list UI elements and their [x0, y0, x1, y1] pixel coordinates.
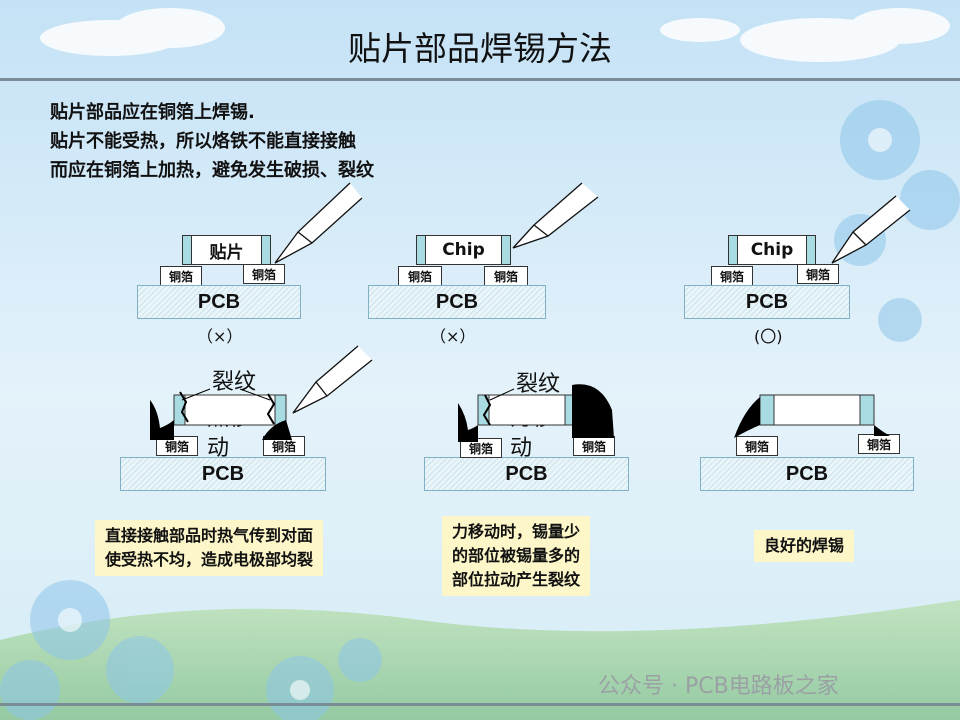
pcb-board: PCB [700, 457, 914, 491]
crack-line [266, 393, 276, 425]
correct-mark: (〇) [754, 327, 783, 346]
soldering-iron-icon [292, 345, 373, 414]
wrong-mark: （×） [430, 327, 476, 346]
copper-pad: 铜箔 [460, 438, 502, 458]
soldering-iron-icon [831, 195, 911, 264]
pcb-board: PCB [368, 285, 546, 319]
chip-part [173, 394, 287, 426]
hill [0, 600, 960, 720]
solder-fillet [262, 420, 292, 440]
watermark: 公众号 · PCB电路板之家 [598, 674, 839, 699]
note-line: 使受热不均，造成电极部均裂 [105, 550, 314, 569]
note-line: 部位拉动产生裂纹 [452, 570, 581, 589]
title-rule [0, 78, 960, 81]
solder-fillet [458, 403, 478, 442]
note-heat: 直接接触部品时热气传到对面 使受热不均，造成电极部均裂 [95, 520, 324, 576]
crack-pointer [489, 388, 515, 401]
pcb-board: PCB [684, 285, 850, 319]
chip-label: Chip [442, 240, 485, 260]
intro-line: 贴片不能受热，所以烙铁不能直接接触 [50, 131, 356, 152]
wrong-mark: （×） [197, 327, 243, 346]
chip-electrode [728, 235, 738, 265]
note-line: 良好的焊锡 [764, 536, 845, 555]
pcb-board: PCB [120, 457, 326, 491]
chip-part [477, 394, 577, 426]
chip-part [759, 394, 875, 426]
copper-pad: 铜箔 [858, 434, 900, 454]
solder-fillet [734, 397, 760, 438]
copper-pad: 铜箔 [243, 264, 285, 284]
copper-pad: 铜箔 [573, 436, 615, 456]
chip-part: Chip [416, 235, 511, 265]
copper-pad: 铜箔 [484, 266, 528, 286]
chip-part: 贴片 [182, 235, 271, 265]
chip-electrode [182, 235, 192, 265]
crack-pointer [181, 388, 211, 401]
note-line: 力移动时，锡量少 [452, 522, 581, 541]
intro-line: 而应在铜箔上加热，避免发生破损、裂纹 [50, 160, 374, 181]
page-title: 贴片部品焊锡方法 [348, 29, 612, 68]
solder-fillet [150, 400, 174, 440]
solder-fillet [572, 384, 614, 438]
chip-electrode [416, 235, 426, 265]
pcb-board: PCB [137, 285, 301, 319]
copper-pad: 铜箔 [797, 264, 839, 284]
intro-line: 贴片部品应在铜箔上焊锡. [50, 102, 255, 123]
note-force: 力移动时，锡量少 的部位被锡量多的 部位拉动产生裂纹 [442, 516, 591, 596]
solder-fillet [874, 425, 890, 436]
crack-line [482, 394, 492, 426]
note-good: 良好的焊锡 [754, 530, 855, 562]
intro-text: 贴片部品应在铜箔上焊锡. 贴片不能受热，所以烙铁不能直接接触 而应在铜箔上加热，… [50, 98, 374, 185]
copper-pad: 铜箔 [736, 436, 778, 456]
heat-move-label-2: 动 [207, 436, 230, 461]
clouds [40, 8, 950, 62]
crack-label: 裂纹 [212, 370, 257, 395]
chip-electrode [501, 235, 511, 265]
copper-pad: 铜箔 [398, 266, 442, 286]
crack-label: 裂纹 [516, 372, 561, 397]
chip-label: Chip [750, 240, 794, 260]
crack-line [179, 391, 189, 423]
soldering-iron-icon [512, 182, 599, 249]
force-move-label-2: 动 [510, 436, 533, 461]
copper-pad: 铜箔 [156, 436, 198, 456]
soldering-iron-icon [274, 182, 363, 264]
chip-label: 贴片 [209, 242, 244, 263]
pcb-board: PCB [424, 457, 629, 491]
crack-pointer [239, 388, 271, 401]
note-line: 直接接触部品时热气传到对面 [105, 526, 314, 545]
note-line: 的部位被锡量多的 [452, 546, 581, 565]
bottom-rule [0, 703, 960, 706]
